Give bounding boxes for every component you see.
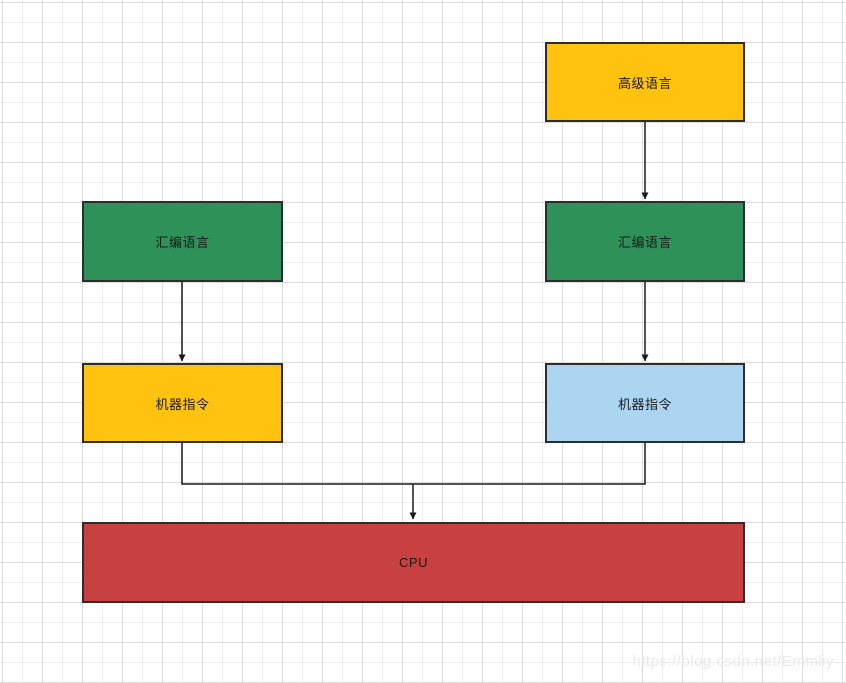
node-machine-instruction-left: 机器指令 bbox=[82, 363, 283, 443]
watermark: https://blog.csdn.net/Emmliy bbox=[632, 653, 834, 670]
node-label: 汇编语言 bbox=[617, 235, 672, 250]
node-assembly-language-right: 汇编语言 bbox=[545, 201, 745, 282]
node-label: 机器指令 bbox=[155, 396, 210, 412]
node-machine-instruction-right: 机器指令 bbox=[545, 363, 745, 443]
edge-machine-left-to-junction bbox=[181, 443, 413, 485]
node-high-level-language: 高级语言 bbox=[545, 42, 745, 122]
node-label: 高级语言 bbox=[617, 75, 672, 91]
node-label: 机器指令 bbox=[617, 396, 672, 412]
node-label: 汇编语言 bbox=[155, 235, 210, 250]
edge-machine-right-to-junction bbox=[413, 443, 646, 485]
node-cpu: CPU bbox=[82, 522, 745, 603]
node-assembly-language-left: 汇编语言 bbox=[82, 201, 283, 282]
node-label: CPU bbox=[399, 555, 428, 570]
